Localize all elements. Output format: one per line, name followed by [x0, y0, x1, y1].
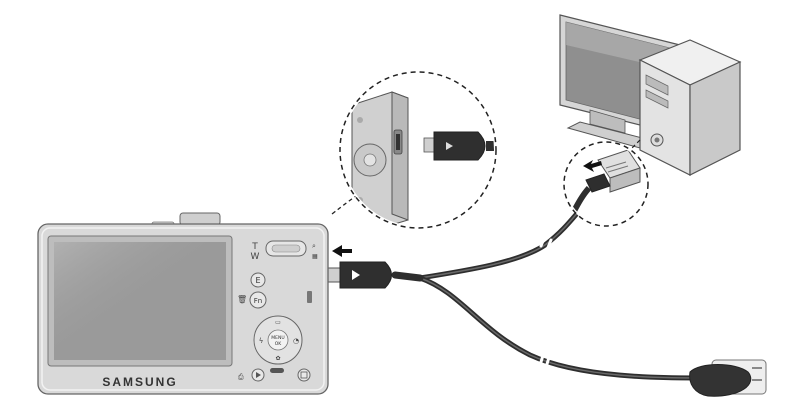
face-detect-button[interactable] — [298, 369, 310, 381]
usb-port — [307, 291, 312, 303]
print-icon: ⎙ — [238, 373, 244, 381]
menu-ok-label-line2: OK — [275, 341, 283, 347]
zoom-wide-label: W — [251, 252, 260, 262]
macro-icon: ✿ — [275, 355, 280, 362]
display-icon: ▭ — [275, 319, 281, 326]
fn-button-label: Fn — [254, 297, 262, 305]
grid-icon: ▦ — [312, 253, 318, 260]
mode-switch[interactable] — [270, 368, 284, 373]
e-button-label: E — [255, 276, 260, 285]
delete-icon: 🗑 — [237, 295, 247, 304]
camera-port-callout — [332, 72, 510, 232]
arrow-left-icon — [332, 245, 352, 257]
flash-icon: ϟ — [259, 337, 264, 345]
camera-brand-label: SAMSUNG — [102, 375, 177, 389]
camera-plug — [326, 262, 392, 288]
menu-ok-label-line1: MENU — [271, 335, 284, 341]
camera: SAMSUNG T W ⌕ ▦ E 🗑 Fn MENU OK ▭ ϟ ◔ ✿ ⎙ — [38, 213, 328, 394]
usb-port-callout — [564, 140, 648, 226]
timer-icon: ◔ — [293, 337, 299, 345]
av-plug — [690, 360, 766, 396]
zoom-tele-label: T — [251, 242, 258, 252]
magnify-icon: ⌕ — [312, 242, 316, 250]
pc-tower — [640, 40, 740, 175]
